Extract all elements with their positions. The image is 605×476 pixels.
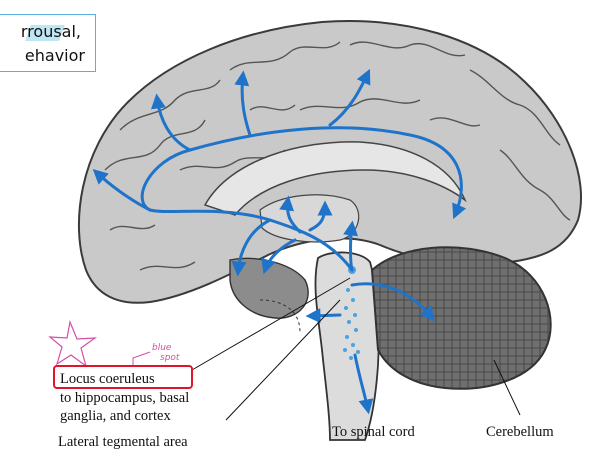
projection-pathways [92, 68, 467, 415]
note-pointer [132, 351, 151, 366]
note-text-2: spot [160, 353, 180, 363]
star-doodle-icon [48, 319, 98, 368]
dashed-outline [259, 299, 301, 333]
leader-lines [191, 277, 521, 421]
callout-line-2: ehavior [24, 46, 85, 65]
corpus-callosum [203, 141, 467, 216]
locus-dots [343, 266, 360, 360]
brainstem [314, 251, 380, 441]
label-spinal-cord: To spinal cord [332, 424, 415, 440]
label-projection-line-2: ganglia, and cortex [60, 408, 171, 424]
callout-line-1: rrousal, [20, 22, 81, 41]
gyri-folds [104, 41, 571, 271]
label-locus-coeruleus: Locus coeruleus [60, 371, 155, 387]
label-cerebellum: Cerebellum [486, 424, 554, 440]
locus-highlight-box [53, 365, 193, 389]
label-lateral-tegmental: Lateral tegmental area [58, 434, 188, 450]
cerebellum-shape [370, 246, 552, 390]
arousal-callout-box: rrousal, ehavior [0, 14, 96, 72]
label-projection-line-1: to hippocampus, basal [60, 390, 189, 406]
note-text-1: blue [152, 343, 172, 353]
handwritten-note: blue spot [48, 319, 180, 368]
